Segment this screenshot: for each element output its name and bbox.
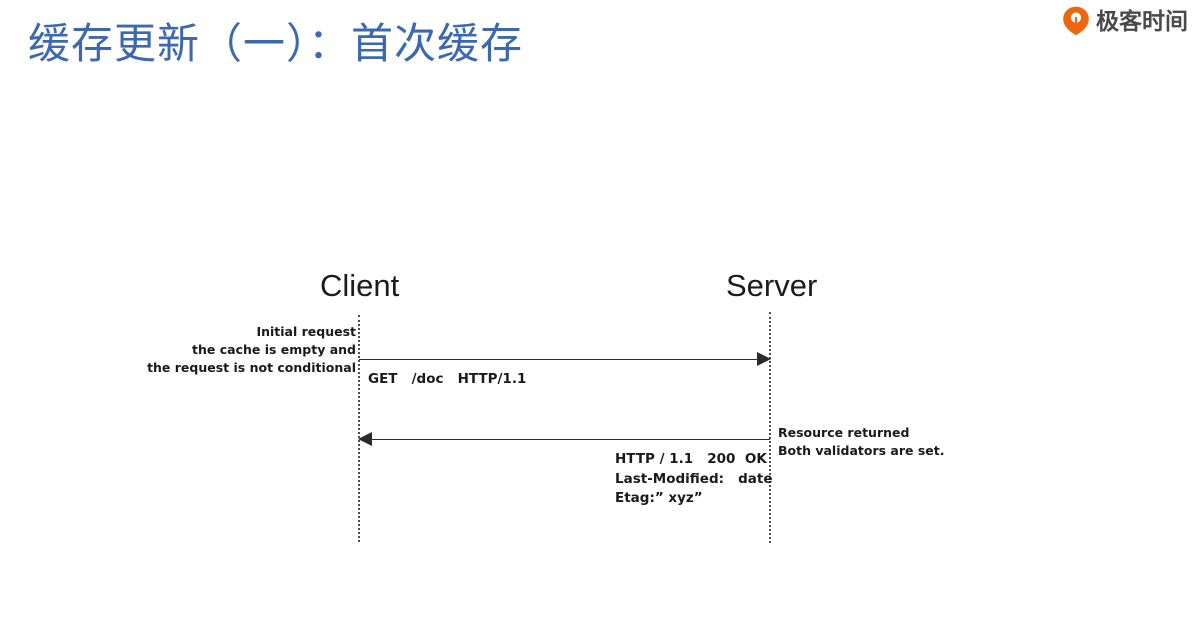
page-title: 缓存更新（一）：首次缓存 [28,20,524,67]
arrowhead-response-icon [358,432,372,446]
brand-logo: 极客时间 [1062,6,1188,36]
lifeline-client [358,315,360,542]
arrowhead-request-icon [757,352,771,366]
message-payload-request: GET /doc HTTP/1.1 [368,371,527,387]
note-resource-returned: Resource returned Both validators are se… [778,425,945,458]
note-initial-request: Initial request the cache is empty and t… [147,324,356,375]
actor-label-server: Server [726,268,818,303]
actor-label-client: Client [320,268,400,303]
lifeline-server [769,312,771,543]
brand-name: 极客时间 [1096,7,1188,34]
message-arrow-response [368,439,770,440]
message-payload-response: HTTP / 1.1 200 OK Last-Modified: date Et… [615,451,773,507]
geektime-pin-logo-icon [1062,6,1090,36]
message-arrow-request [359,359,761,360]
